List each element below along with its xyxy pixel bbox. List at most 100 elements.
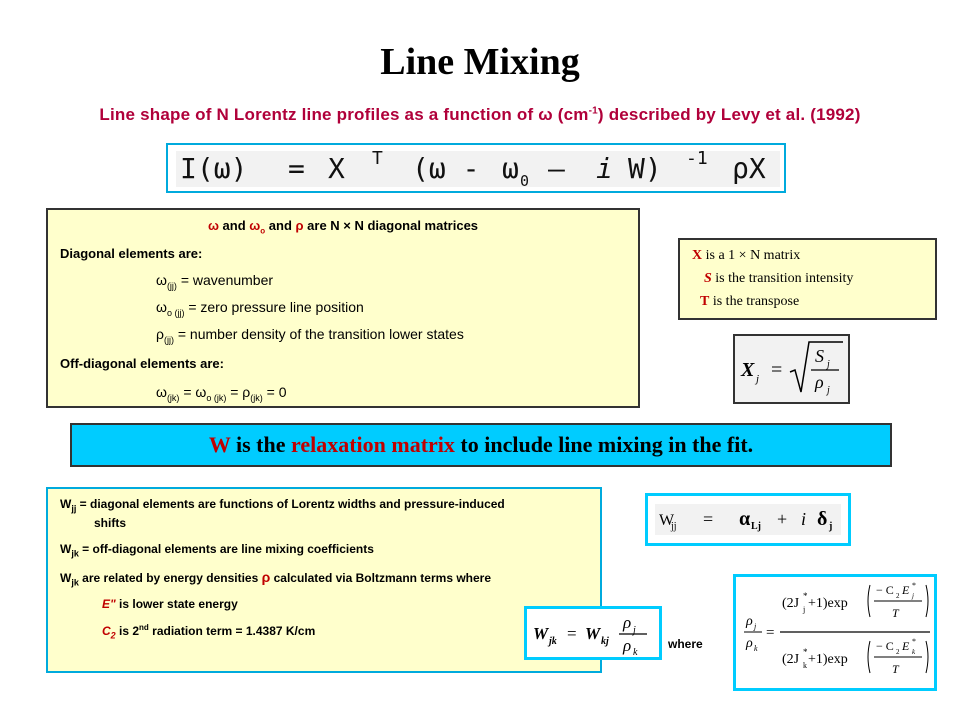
diag-line-number-density: ρ(jj) = number density of the transition…	[156, 326, 464, 345]
l1-sub: jj	[71, 503, 77, 514]
wjj-equation-bg: W jj = α Lj + i δ j	[655, 504, 841, 535]
relaxation-banner: W is the relaxation matrix to include li…	[70, 423, 892, 467]
banner-relax: relaxation matrix	[290, 432, 455, 457]
head-and-1: and	[218, 218, 250, 233]
wjj-line: Wjj = diagonal elements are functions of…	[60, 497, 505, 513]
c2-line: C2 is 2nd radiation term = 1.4387 K/cm	[102, 623, 315, 640]
wjk-related-line: Wjk are related by energy densities ρ ca…	[60, 569, 491, 587]
l3-text: are related by energy densities	[78, 571, 262, 585]
wjj-lhs: W	[659, 512, 675, 529]
t-def-line: T is the transpose	[700, 294, 799, 310]
s-def-line: S is the transition intensity	[704, 271, 853, 287]
rho-bot-star2: *	[912, 637, 916, 646]
banner-part2: to include line mixing in the fit.	[454, 432, 754, 457]
head-omega0-sub: o	[260, 226, 266, 236]
rho-top-num-e-sub: j	[911, 592, 914, 600]
rho-bot-den: T	[892, 662, 900, 676]
rho-lhs-den: ρ	[745, 636, 753, 651]
rho-bot-lparen	[867, 640, 871, 674]
rho-top-num: − C	[876, 583, 894, 597]
rho-top-star: *	[803, 591, 808, 601]
rho-bot-num-e: E	[901, 639, 910, 653]
eq-t: T	[372, 148, 383, 169]
head-and-2: and	[265, 218, 296, 233]
l2-sub: jk	[71, 548, 79, 559]
l4-sym: E"	[102, 597, 116, 611]
rho-bot-num-sub: 2	[896, 648, 900, 656]
wjj-alpha: α	[739, 508, 750, 530]
rho-bot-star: *	[803, 647, 808, 657]
t-sym: T	[700, 294, 710, 309]
line4-a-sub: (jk)	[166, 392, 180, 403]
line4-d: = 0	[262, 384, 287, 400]
rho-top-num-e: E	[901, 583, 910, 597]
diagonal-label: Diagonal elements are:	[60, 246, 203, 261]
wjj-equation-box: W jj = α Lj + i δ j	[645, 493, 851, 546]
wjk-eq: =	[567, 624, 577, 643]
rho-bot-factor: (2J	[782, 652, 800, 667]
line3-sym: ρ	[156, 326, 164, 342]
subtitle-text: Line shape of N Lorentz line profiles as…	[99, 105, 589, 124]
line2-sym: ω	[156, 299, 167, 315]
rho-top-den: T	[892, 606, 900, 620]
line4-b-sub: o (jk)	[206, 392, 227, 403]
l5-sym: C	[102, 624, 111, 638]
line2-rest: = zero pressure line position	[184, 299, 364, 315]
x-equation: X j = S j ρ j	[740, 341, 843, 396]
line1-rest: = wavenumber	[176, 272, 274, 288]
eq-omega0: ω	[502, 152, 519, 185]
x-sym: X	[692, 248, 703, 263]
head-omega0: ω	[249, 218, 261, 233]
eq-equals: =	[288, 152, 305, 185]
wjj-lhs-sub: jj	[670, 521, 677, 532]
banner-w: W	[208, 432, 231, 457]
where-label: where	[668, 637, 703, 651]
rho-top-factor-end: +1)exp	[808, 596, 848, 611]
wjk-lhs: W	[533, 624, 550, 643]
rho-lhs-den-sub: k	[754, 644, 758, 653]
wjj-equation: W jj = α Lj + i δ j	[659, 508, 832, 532]
rho-lhs-num-sub: j	[753, 622, 757, 631]
rho-top-factor-sub: j	[802, 605, 805, 614]
head-rho: ρ	[295, 218, 304, 233]
offdiagonal-label: Off-diagonal elements are:	[60, 356, 224, 371]
rho-bot-factor-sub: k	[803, 661, 807, 670]
e-line: E" is lower state energy	[102, 597, 238, 611]
line4-b: = ω	[179, 384, 207, 400]
wjj-line-cont: shifts	[94, 516, 127, 530]
xeq-lhs: X	[740, 359, 755, 381]
s-text: is the transition intensity	[711, 271, 854, 286]
line2-sub: o (jj)	[166, 307, 185, 318]
wjj-plus: +	[777, 509, 787, 529]
rho-top-star2: *	[912, 581, 916, 590]
l2-w: W	[60, 542, 72, 556]
x-definition-box: X is a 1 × N matrix S is the transition …	[678, 238, 937, 320]
page-title: Line Mixing	[380, 41, 580, 83]
line4-c-sub: (jk)	[250, 392, 263, 403]
wjk-den: ρ	[622, 636, 631, 655]
xeq-sqrt	[789, 341, 843, 393]
banner-part1: is the	[230, 432, 291, 457]
xeq-den: ρ	[814, 372, 824, 392]
subtitle-text2: ) described by Levy et al. (1992)	[597, 105, 861, 124]
wjk-rhs: W	[585, 624, 602, 643]
diag-line-zero-pressure: ωo (jj) = zero pressure line position	[156, 299, 364, 318]
l4-text: is lower state energy	[115, 597, 238, 611]
wjk-num-sub: j	[631, 625, 636, 636]
rho-bot-factor-end: +1)exp	[808, 652, 848, 667]
l5-text2: radiation term = 1.4387 K/cm	[148, 624, 316, 638]
w-elements-box: Wjj = diagonal elements are functions of…	[46, 487, 602, 673]
rho-top-rparen	[925, 584, 929, 618]
head-rest: are N × N diagonal matrices	[303, 218, 479, 233]
wjj-delta-sub: j	[828, 521, 832, 532]
line4-c: = ρ	[226, 384, 251, 400]
t-text: is the transpose	[709, 294, 800, 309]
eq-x: X	[328, 152, 345, 185]
diag-line-offdiag: ω(jk) = ωo (jk) = ρ(jk) = 0	[156, 384, 287, 403]
l3-text2: calculated via Boltzmann terms where	[270, 571, 492, 585]
xeq-num-sub: j	[825, 359, 830, 370]
wjk-equation-box: W jk = W kj ρ j ρ k	[524, 606, 662, 660]
line4-a: ω	[156, 384, 167, 400]
eq-w: W)	[628, 152, 662, 185]
l5-sub: 2	[110, 630, 116, 641]
